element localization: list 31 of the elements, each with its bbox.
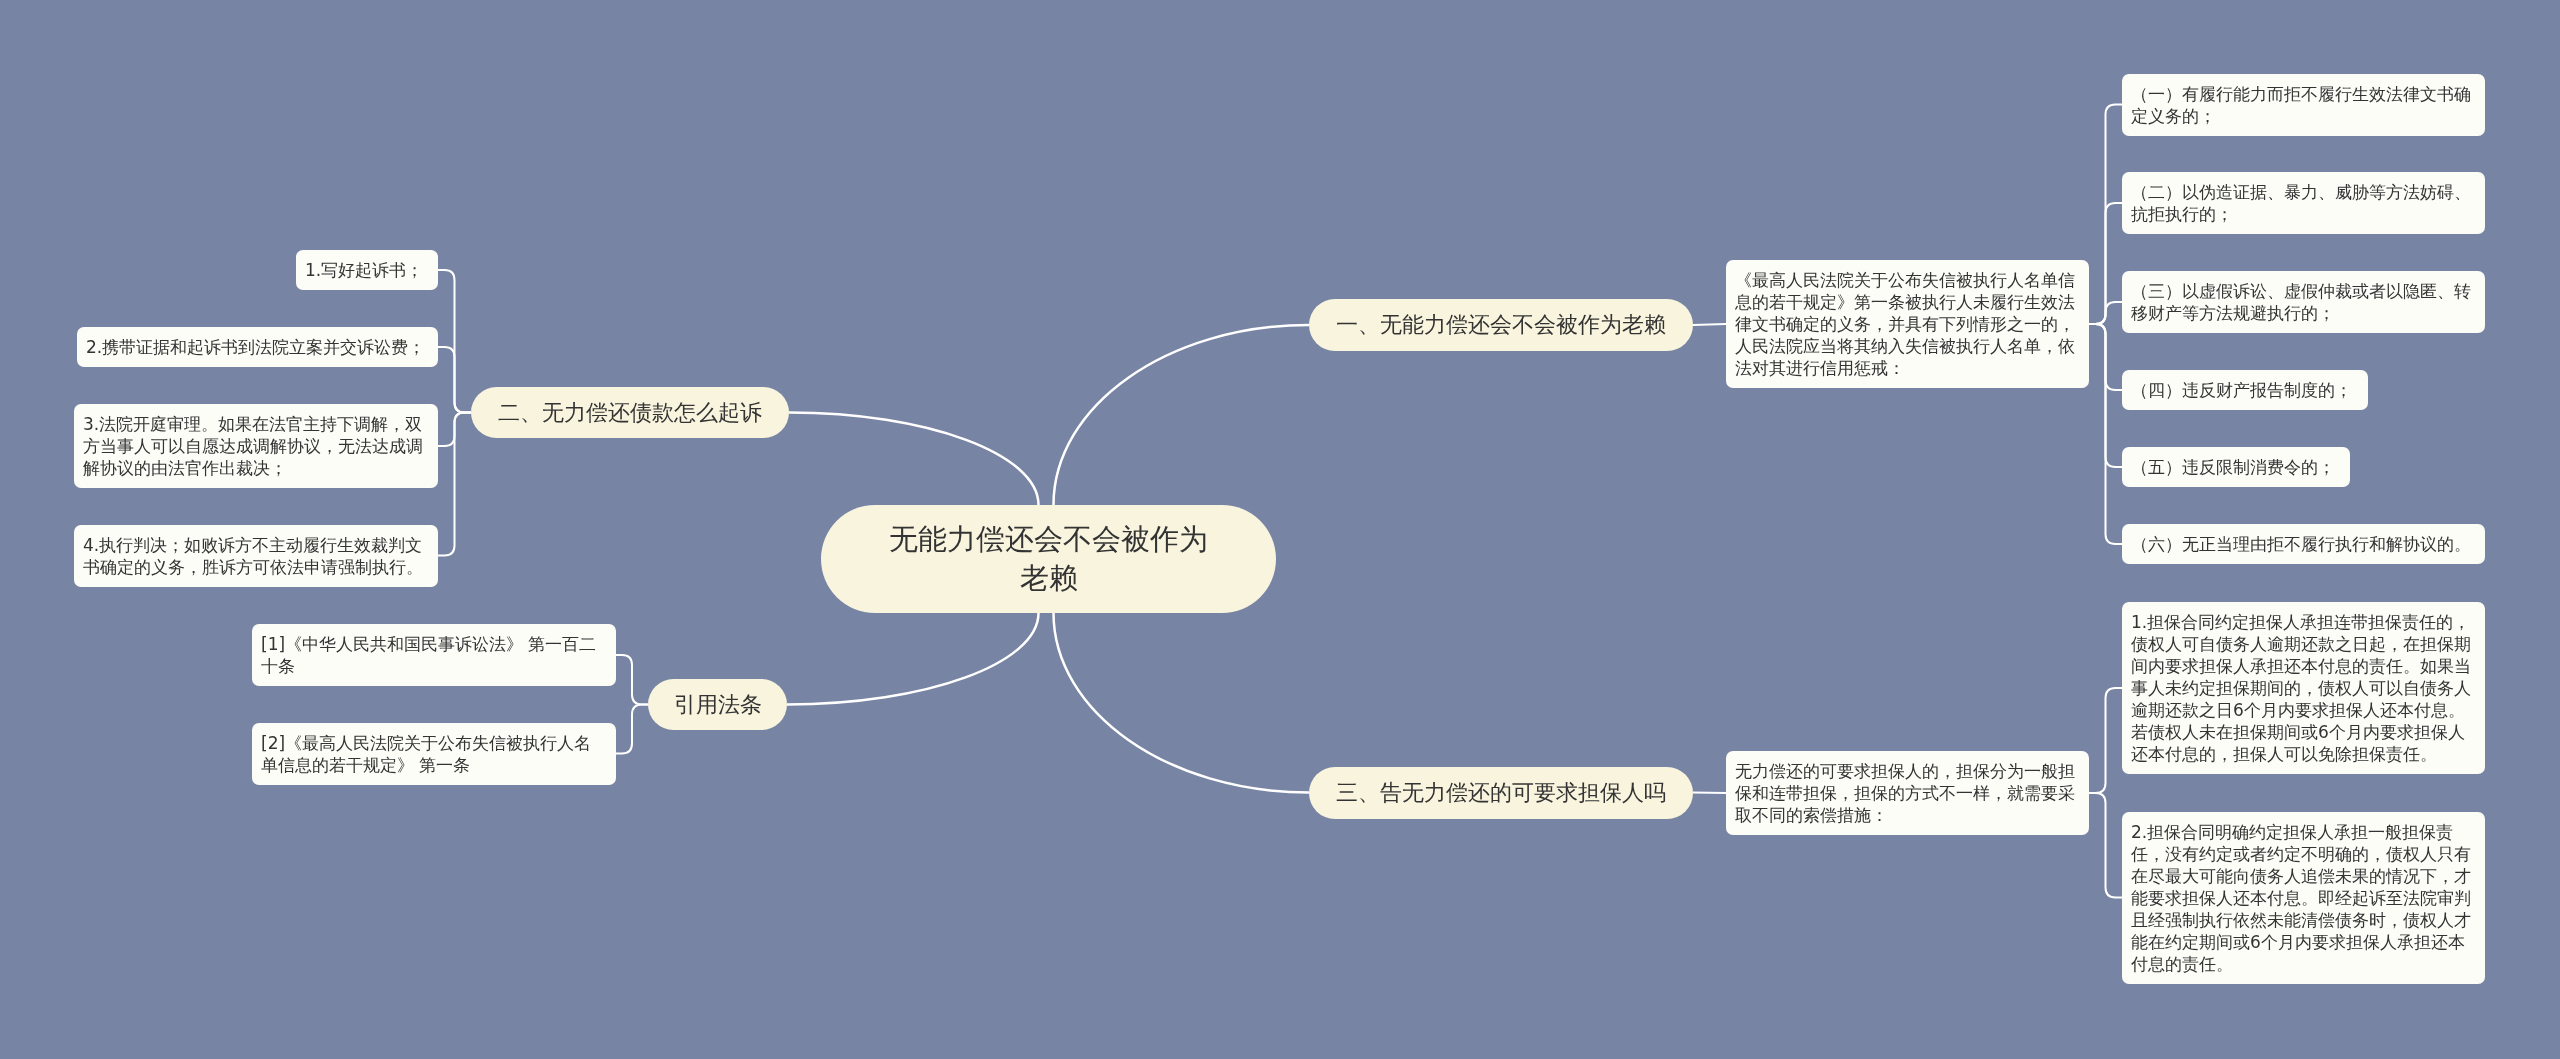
branch-topic: 引用法条 (648, 679, 787, 730)
connector-line (1052, 612, 1310, 794)
subtopic-box: [1]《中华人民共和国民事诉讼法》 第一百二十条 (252, 624, 616, 686)
connector-line (1692, 323, 1727, 326)
subtopic-box: （五）违反限制消费令的； (2122, 447, 2350, 487)
connector-line (1692, 791, 1727, 794)
subtopic-box: （二）以伪造证据、暴力、威胁等方法妨碍、抗拒执行的； (2122, 172, 2485, 234)
connector-line (786, 612, 1040, 706)
subtopic-box: 1.担保合同约定担保人承担连带担保责任的，债权人可自债务人逾期还款之日起，在担保期间内要求担保人承担还本付息的责任。如果当事人未约定担保期间的，债权人可以自债务人逾期还款之日6个月内要求担保人还本付息。若债权人未在担保期间或6个月内要求担保人还本付息的，担保人可以免除担保责任。 (2122, 602, 2485, 774)
connector-line (2088, 792, 2123, 899)
connector-line (437, 411, 472, 557)
subtopic-box: （四）违反财产报告制度的； (2122, 370, 2368, 410)
subtopic-box: （六）无正当理由拒不履行执行和解协议的。 (2122, 524, 2485, 564)
connector-line (615, 703, 649, 755)
connector-line (788, 411, 1040, 506)
subtopic-box: 无力偿还的可要求担保人的，担保分为一般担保和连带担保，担保的方式不一样，就需要采取不同的索偿措施： (1726, 751, 2089, 835)
central-topic: 无能力偿还会不会被作为老赖 (821, 505, 1276, 613)
subtopic-box: 4.执行判决；如败诉方不主动履行生效裁判文书确定的义务，胜诉方可依法申请强制执行。 (74, 524, 438, 587)
connector-line (1052, 323, 1310, 506)
subtopic-box: 2.担保合同明确约定担保人承担一般担保责任，没有约定或者约定不明确的，债权人只有在尽最大可能向债务人追偿未果的情况下，才能要求担保人还本付息。即经起诉至法院审判且经强制执行依然未能清偿债务时，债权人才能在约定期间或6个月内要求担保人承担还本付息的责任。 (2122, 811, 2485, 984)
branch-topic: 一、无能力偿还会不会被作为老赖 (1309, 299, 1693, 351)
branch-topic: 二、无力偿还债款怎么起诉 (471, 387, 789, 438)
subtopic-box: 2.携带证据和起诉书到法院立案并交诉讼费； (77, 327, 438, 367)
subtopic-box: （三）以虚假诉讼、虚假仲裁或者以隐匿、转移财产等方法规避执行的； (2122, 271, 2485, 333)
subtopic-box: [2]《最高人民法院关于公布失信被执行人名单信息的若干规定》 第一条 (252, 722, 616, 785)
subtopic-box: 3.法院开庭审理。如果在法官主持下调解，双方当事人可以自愿达成调解协议，无法达成调解协议的由法官作出裁决； (74, 404, 438, 488)
connector-line (2088, 323, 2123, 545)
subtopic-box: 《最高人民法院关于公布失信被执行人名单信息的若干规定》第一条被执行人未履行生效法律文书确定的义务，并具有下列情形之一的，人民法院应当将其纳入失信被执行人名单，依法对其进行信用惩戒： (1726, 260, 2089, 388)
subtopic-box: （一）有履行能力而拒不履行生效法律文书确定义务的； (2122, 73, 2485, 136)
subtopic-box: 1.写好起诉书； (296, 250, 438, 290)
branch-topic: 三、告无力偿还的可要求担保人吗 (1309, 766, 1693, 819)
